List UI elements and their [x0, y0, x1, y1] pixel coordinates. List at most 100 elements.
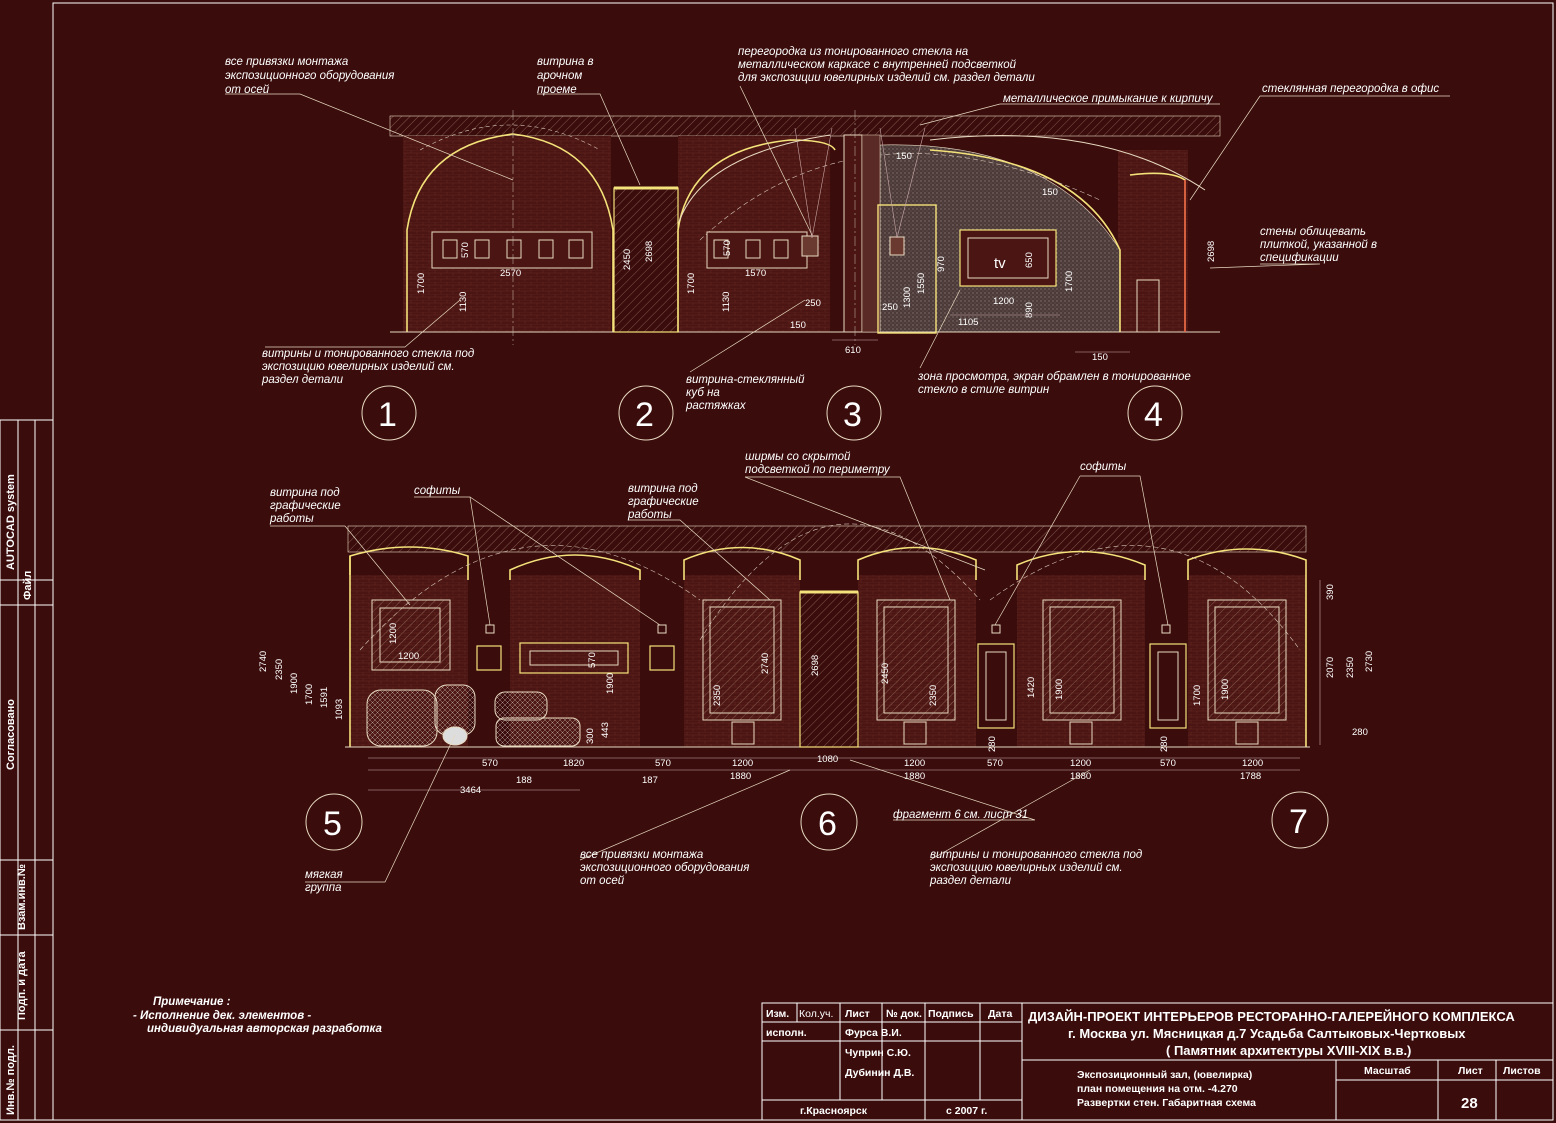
note-bot-7b: экспозиционного оборудования: [580, 862, 749, 874]
note-top-1c: от осей: [225, 84, 270, 96]
dim: 2350: [274, 659, 285, 680]
tb-person-3: Дубинин Д.В.: [845, 1067, 914, 1079]
note-top-6c: спецификации: [1260, 252, 1339, 264]
tb-h-sheet: Лист: [1458, 1065, 1483, 1077]
axis-label-3: 3: [843, 396, 862, 434]
side-file: Файл: [22, 571, 34, 600]
note-top-1b: экспозиционного оборудования: [225, 70, 394, 82]
note-bot-3b: графические: [628, 496, 699, 508]
side-stamp: AUTOCAD system Файл Согласовано Взам.инв…: [0, 419, 54, 1121]
tb-sheet-number: 28: [1461, 1095, 1478, 1112]
dim: 1130: [721, 292, 732, 312]
dim: 250: [882, 302, 898, 313]
dim: 1880: [904, 771, 925, 782]
tb-copyright: с 2007 г.: [946, 1105, 987, 1117]
note-bot-7c: от осей: [580, 875, 625, 887]
dim: 1700: [1064, 271, 1075, 292]
dim: 1820: [563, 758, 584, 769]
note-bot-9b: экспозицию ювелирных изделий см.: [930, 862, 1123, 874]
dim: 188: [516, 775, 532, 786]
dim: 1900: [605, 673, 616, 694]
tb-ispoln: исполн.: [766, 1027, 807, 1039]
dim: 1200: [1242, 758, 1263, 769]
tb-h-kol: Кол.уч.: [799, 1008, 833, 1020]
dim: 1200: [1070, 758, 1091, 769]
dim: 2450: [880, 663, 891, 684]
axis-label-1: 1: [378, 396, 397, 434]
prim-head: Примечание :: [153, 996, 231, 1008]
axis-markers-top: 1 2 3 4: [361, 385, 1183, 441]
note-top-7a: витрины и тонированного стекла под: [262, 348, 474, 360]
tb-city: г.Красноярск: [800, 1105, 868, 1117]
dim: 1700: [1192, 685, 1203, 706]
dim: 390: [1325, 584, 1336, 600]
dim: 150: [1042, 187, 1058, 198]
svg-text:витрины и тонированного стекла: витрины и тонированного стекла подэкспоз…: [929, 849, 1142, 887]
tb-sub-2: план помещения на отм. -4.270: [1077, 1083, 1238, 1095]
dim: 2740: [258, 651, 269, 672]
note-bot-5: софиты: [1080, 461, 1127, 473]
dim: 1080: [817, 754, 838, 765]
note-bot-3c: работы: [627, 509, 672, 521]
axis-label-2: 2: [635, 396, 654, 434]
axis-label-4: 4: [1144, 396, 1163, 434]
axis-markers-bottom: 5 6 7: [305, 791, 1329, 851]
note-top-9a: зона просмотра, экран обрамлен в тониров…: [917, 371, 1191, 383]
dim: 1700: [416, 273, 427, 294]
note-bot-7a: все привязки монтажа: [580, 849, 703, 861]
dim: 570: [482, 758, 498, 769]
note-top-6b: плиткой, указанной в: [1260, 239, 1377, 251]
tb-h-ndok: № док.: [886, 1008, 922, 1020]
dim: 1200: [732, 758, 753, 769]
note-bot-1c: работы: [269, 513, 314, 525]
note-bot-6: фрагмент 6 см. лист 31: [893, 809, 1028, 821]
side-soglas: Согласовано: [5, 699, 17, 770]
prim-l2: индивидуальная авторская разработка: [147, 1023, 382, 1035]
side-vzam: Взам.инв.№: [16, 864, 28, 930]
dim: 1591: [319, 687, 330, 708]
note-top-5: стеклянная перегородка в офис: [1262, 83, 1439, 95]
dim: 1700: [686, 273, 697, 294]
dim: 1880: [1070, 771, 1091, 782]
svg-text:зона просмотра, экран обрамлен: зона просмотра, экран обрамлен в тониров…: [917, 371, 1191, 396]
axis-label-7: 7: [1289, 803, 1308, 841]
bottom-leaders: [270, 475, 1169, 883]
dim: 1200: [904, 758, 925, 769]
dim: 280: [987, 736, 998, 752]
note-top-2b: арочном: [537, 70, 582, 82]
dim: 300: [585, 728, 596, 744]
dim: 2350: [712, 685, 723, 706]
dim: 1880: [730, 771, 751, 782]
dim: 570: [1160, 758, 1176, 769]
dim: 1300: [902, 287, 913, 308]
dim: 570: [987, 758, 1003, 769]
dim: 1700: [304, 684, 315, 705]
dim: 150: [1092, 352, 1108, 363]
tb-sub-3: Развертки стен. Габаритная схема: [1077, 1097, 1256, 1109]
dim: 1788: [1240, 771, 1261, 782]
note-bot-3a: витрина под: [628, 483, 698, 495]
dim: 1093: [334, 699, 345, 720]
dim: 2698: [810, 655, 821, 676]
tb-h-sheets: Листов: [1503, 1065, 1541, 1077]
note-top-8a: витрина-стеклянный: [686, 374, 805, 386]
note-bot-4b: подсветкой по периметру: [745, 464, 891, 476]
tb-h-podp: Подпись: [928, 1008, 974, 1020]
dim: 970: [936, 256, 947, 272]
bottom-elevation: 2740 2350 1900 1700 1591 1093 1200 1200 …: [258, 523, 1375, 796]
tb-h-data: Дата: [988, 1008, 1012, 1020]
note-bot-8b: группа: [305, 882, 342, 894]
dim: 1130: [458, 292, 469, 312]
note-top-7b: экспозицию ювелирных изделий см.: [262, 361, 455, 373]
tb-person-1: Фурса В.И.: [845, 1027, 902, 1039]
note-bot-9c: раздел детали: [929, 875, 1012, 887]
